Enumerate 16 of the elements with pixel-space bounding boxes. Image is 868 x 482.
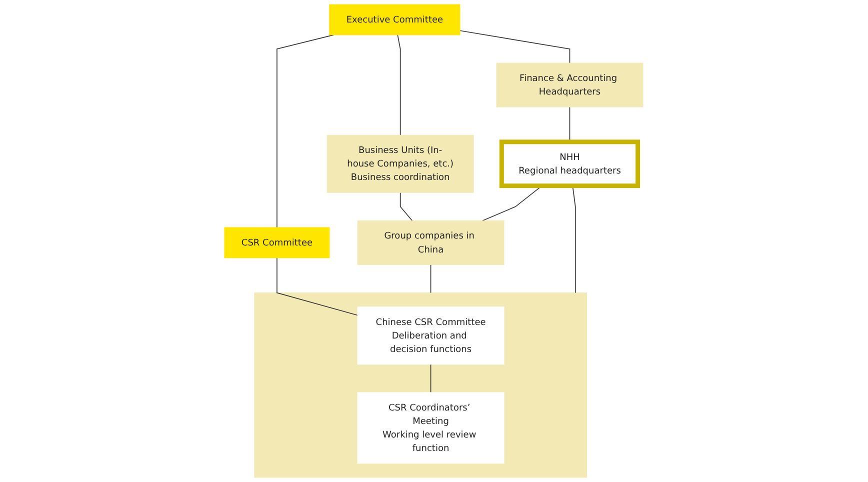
- node-box: Business Units (In-house Companies, etc.) Business coordination: [327, 134, 474, 193]
- node-box: Finance & Accounting Headquarters: [496, 62, 644, 108]
- connector: [430, 264, 432, 294]
- connector: [397, 34, 402, 136]
- connector: [400, 192, 413, 222]
- connector: [460, 30, 570, 64]
- node-box: NHH Regional headquarters: [500, 140, 640, 188]
- node-box: Group companies in China: [358, 220, 505, 265]
- node-box: CSR Coordinators’ Meeting Working level review function: [358, 392, 505, 464]
- connector: [276, 34, 334, 228]
- connector: [430, 364, 432, 393]
- node-box: Executive Committee: [329, 4, 460, 36]
- node-box: Chinese CSR Committee Deliberation and decision functions: [358, 306, 505, 365]
- connector: [276, 257, 358, 316]
- node-box: CSR Committee: [224, 227, 330, 258]
- cluster: [254, 292, 588, 478]
